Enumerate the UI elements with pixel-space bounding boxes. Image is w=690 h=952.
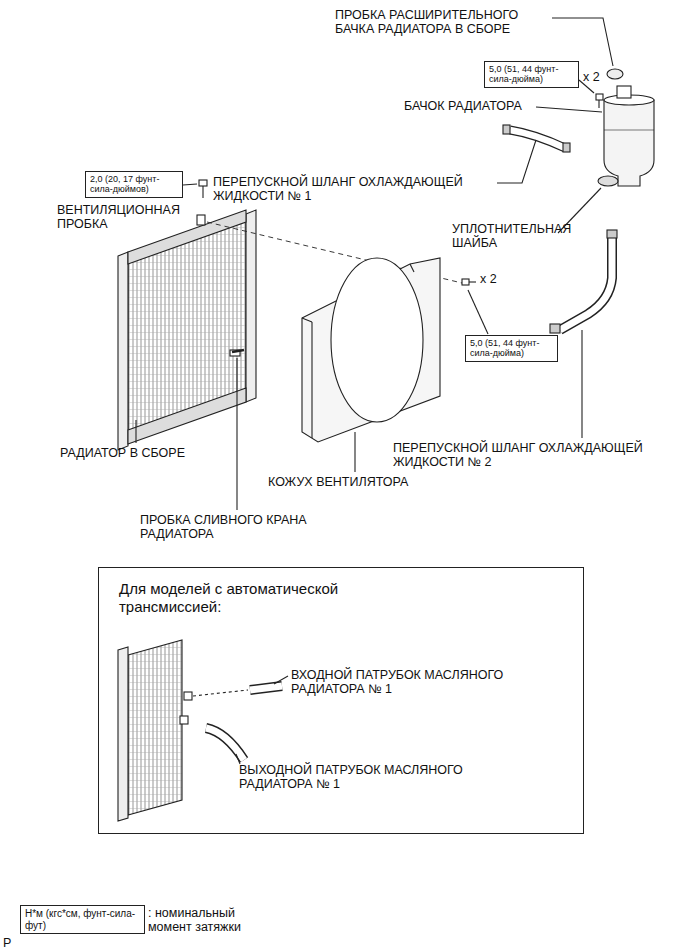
- torque-spec-box: 5,0 (51, 44 фунт-сила-дюйма): [484, 61, 579, 88]
- part-name: ПРОБКА РАСШИРИТЕЛЬНОГО БАЧКА РАДИАТОРА В…: [335, 8, 553, 37]
- leader-line: [236, 754, 240, 764]
- quantity-label: x 2: [583, 70, 613, 84]
- part-name: КОЖУХ ВЕНТИЛЯТОРА: [268, 475, 438, 489]
- torque-spec-box: 2,0 (20, 17 фунт-сила-дюймов): [85, 171, 183, 198]
- inset-frame: Для моделей с автоматической трансмиссие…: [98, 567, 584, 834]
- bolt: [462, 279, 476, 285]
- leader-line: [552, 18, 613, 66]
- part-name: РАДИАТОР В СБОРЕ: [60, 446, 220, 460]
- leader-line: [183, 184, 197, 185]
- torque-spec-box: 5,0 (51, 44 фунт-сила-дюйма): [465, 335, 558, 362]
- torque-value: 2,0 (20, 17 фунт-сила-дюймов): [90, 174, 178, 195]
- leader-line: [135, 420, 136, 443]
- seal-washer: [598, 176, 618, 186]
- leader-line: [354, 432, 355, 472]
- leader-line: [581, 330, 582, 438]
- oil-cooler-pipes-figure: [118, 640, 282, 821]
- legend-description: : номинальный момент затяжки: [148, 906, 263, 935]
- part-name: ПЕРЕПУСКНОЙ ШЛАНГ ОХЛАЖДАЮЩЕЙ ЖИДКОСТИ №…: [393, 441, 685, 470]
- leader-line: [497, 140, 536, 183]
- leader-line: [236, 358, 237, 510]
- part-name: УПЛОТНИТЕЛЬНАЯ ШАЙБА: [452, 222, 577, 251]
- radiator-tank-figure: [604, 69, 654, 186]
- part-name: БАЧОК РАДИАТОРА: [404, 99, 544, 113]
- leader-line: [274, 676, 288, 684]
- part-name: ПРОБКА СЛИВНОГО КРАНА РАДИАТОРА: [140, 513, 340, 542]
- leader-line: [468, 290, 488, 334]
- part-name: ПЕРЕПУСКНОЙ ШЛАНГ ОХЛАЖДАЮЩЕЙ ЖИДКОСТИ №…: [213, 175, 495, 204]
- quantity-label: x 2: [480, 272, 510, 286]
- part-name: ВХОДНОЙ ПАТРУБОК МАСЛЯНОГО РАДИАТОРА № 1: [291, 668, 551, 697]
- part-name: ВЫХОДНОЙ ПАТРУБОК МАСЛЯНОГО РАДИАТОРА № …: [239, 763, 499, 792]
- hose-figure: [550, 230, 617, 333]
- torque-value: 5,0 (51, 44 фунт-сила-дюйма): [470, 338, 553, 359]
- leader-line: [536, 107, 602, 112]
- bolt: [596, 94, 603, 108]
- torque-value: Н*м (кгс*см, фунт-сила-фут): [25, 908, 140, 931]
- hose-figure: [503, 125, 570, 152]
- vent-plug: [199, 180, 207, 198]
- torque-legend-box: Н*м (кгс*см, фунт-сила-фут): [20, 905, 145, 934]
- fan-shroud-figure: [302, 258, 440, 442]
- inset-heading: Для моделей с автоматической трансмиссие…: [119, 580, 379, 616]
- radiator-figure: [118, 210, 256, 450]
- part-name: ВЕНТИЛЯЦИОННАЯ ПРОБКА: [57, 203, 197, 232]
- torque-value: 5,0 (51, 44 фунт-сила-дюйма): [489, 64, 574, 85]
- drain-plug: [232, 350, 244, 352]
- figure-code: P: [3, 936, 19, 950]
